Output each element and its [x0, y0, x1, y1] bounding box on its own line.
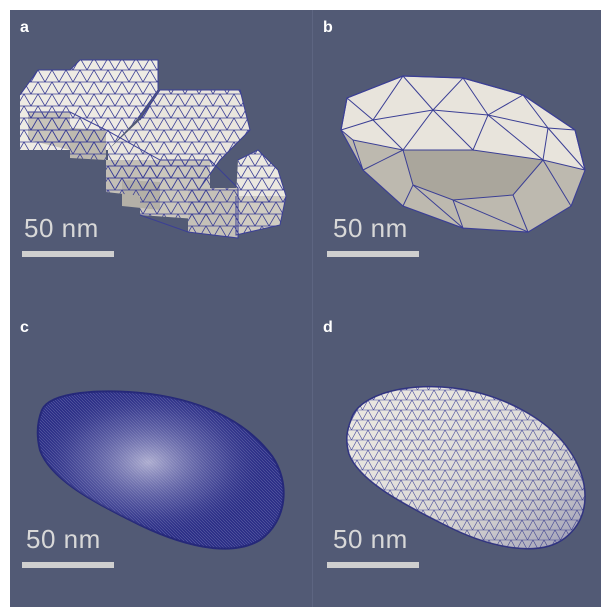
- panel-label-d: d: [323, 319, 333, 336]
- coarse-mesh-image: [340, 75, 586, 233]
- scale-label-b: 50 nm: [333, 213, 408, 243]
- refined-mesh-image: [346, 385, 586, 550]
- scale-label-a: 50 nm: [24, 213, 99, 243]
- voxel-mesh-image: [19, 59, 287, 239]
- panel-b: b 50 nm: [313, 10, 601, 308]
- dense-mesh-image: [36, 390, 285, 550]
- scale-label-d: 50 nm: [333, 524, 408, 554]
- panel-divider: [312, 10, 313, 607]
- panel-label-b: b: [323, 19, 333, 36]
- panel-c: c 50 nm: [10, 310, 302, 608]
- scale-bar-c: [22, 562, 114, 568]
- panel-label-c: c: [20, 319, 29, 336]
- panel-a: a 50 nm: [10, 10, 302, 308]
- panel-label-a: a: [20, 19, 29, 36]
- panel-d: d 50 nm: [313, 310, 601, 608]
- scale-label-c: 50 nm: [26, 524, 101, 554]
- figure: a 50 nm b 50 nm: [10, 10, 601, 607]
- scale-bar-a: [22, 251, 114, 257]
- scale-bar-b: [327, 251, 419, 257]
- scale-bar-d: [327, 562, 419, 568]
